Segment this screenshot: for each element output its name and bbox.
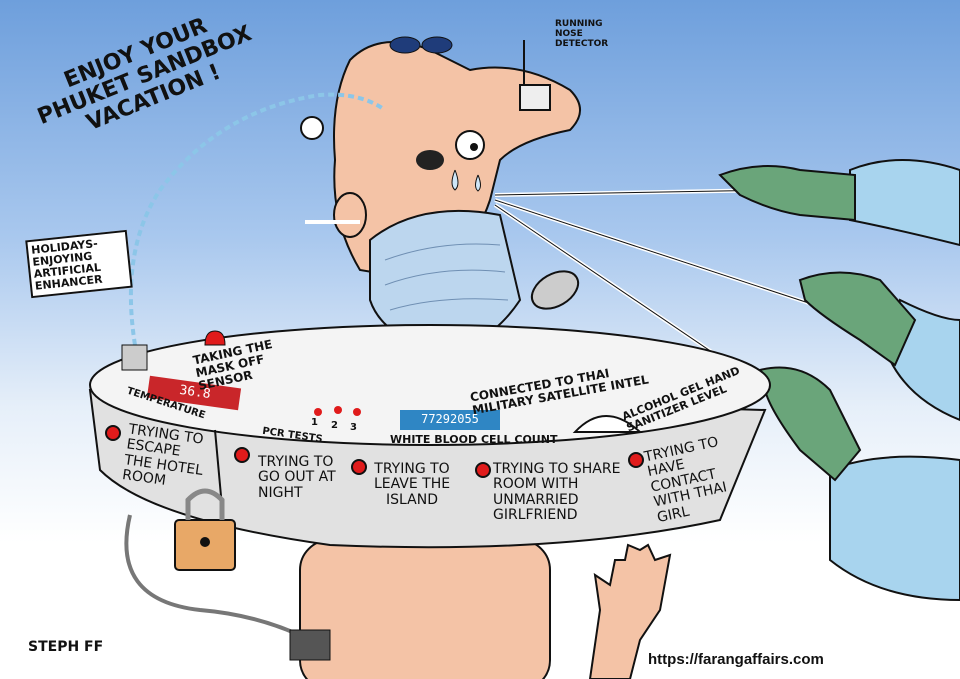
alarm-go-out-night: Trying to go out at night xyxy=(258,454,336,501)
running-nose-detector xyxy=(519,84,551,111)
alarm-leave-island: Trying to leave the island xyxy=(373,461,451,508)
alarm-escape-hotel: Trying to escape the hotel room xyxy=(121,421,205,490)
satellite-dish xyxy=(530,270,580,310)
pcr-number-2: 2 xyxy=(331,420,338,431)
sunglasses xyxy=(389,36,421,54)
throat-swab-outline xyxy=(494,199,831,311)
machine-top xyxy=(89,324,771,446)
glove-bottom xyxy=(758,366,862,482)
holidays-enhancer-label: Holidays-enjoying artificial enhancer xyxy=(25,229,133,299)
torso xyxy=(299,539,551,679)
gel-gauge xyxy=(572,415,643,433)
eye xyxy=(455,130,485,160)
sleeve-top xyxy=(849,159,960,247)
cable xyxy=(124,514,311,642)
nasal-swab-outline xyxy=(494,189,781,196)
mask-sensor-siren xyxy=(204,330,226,346)
spiral-tube xyxy=(128,92,387,346)
enhancer-box xyxy=(121,344,148,371)
pcr-light-1 xyxy=(314,408,322,416)
glove-middle xyxy=(798,271,917,367)
popped-eyeball xyxy=(300,116,324,140)
tears xyxy=(451,169,481,192)
glove-top xyxy=(718,165,856,222)
ear xyxy=(333,192,367,238)
pcr-number-3: 3 xyxy=(350,422,357,433)
wbc-value: 77292055 xyxy=(421,412,479,426)
website-link[interactable]: https://farangaffairs.com xyxy=(648,651,824,668)
raised-hand xyxy=(588,543,672,679)
artist-signature: Steph ff xyxy=(28,639,104,655)
alarm-light xyxy=(105,425,121,441)
pcr-number-1: 1 xyxy=(311,417,318,428)
alarm-light xyxy=(351,459,367,475)
mask-pleats xyxy=(384,243,509,311)
black-eye xyxy=(416,150,444,170)
sleeve-bottom xyxy=(829,455,960,602)
keyhole-icon xyxy=(200,537,210,547)
running-nose-detector-label: Running nose detector xyxy=(555,19,609,49)
sunglasses-lens xyxy=(421,36,453,54)
alarm-light xyxy=(628,452,644,468)
padlock-shackle xyxy=(185,488,225,520)
wbc-label: White blood cell count xyxy=(390,433,558,446)
alarm-share-room: Trying to share room with unmarried girl… xyxy=(493,461,621,524)
armband xyxy=(289,629,331,661)
alarm-light xyxy=(234,447,250,463)
head xyxy=(333,41,581,282)
wbc-display xyxy=(400,410,500,430)
pcr-light-2 xyxy=(334,406,342,414)
alarm-light xyxy=(475,462,491,478)
pupil xyxy=(470,143,478,151)
pcr-light-3 xyxy=(353,408,361,416)
temperature-display xyxy=(146,375,242,411)
